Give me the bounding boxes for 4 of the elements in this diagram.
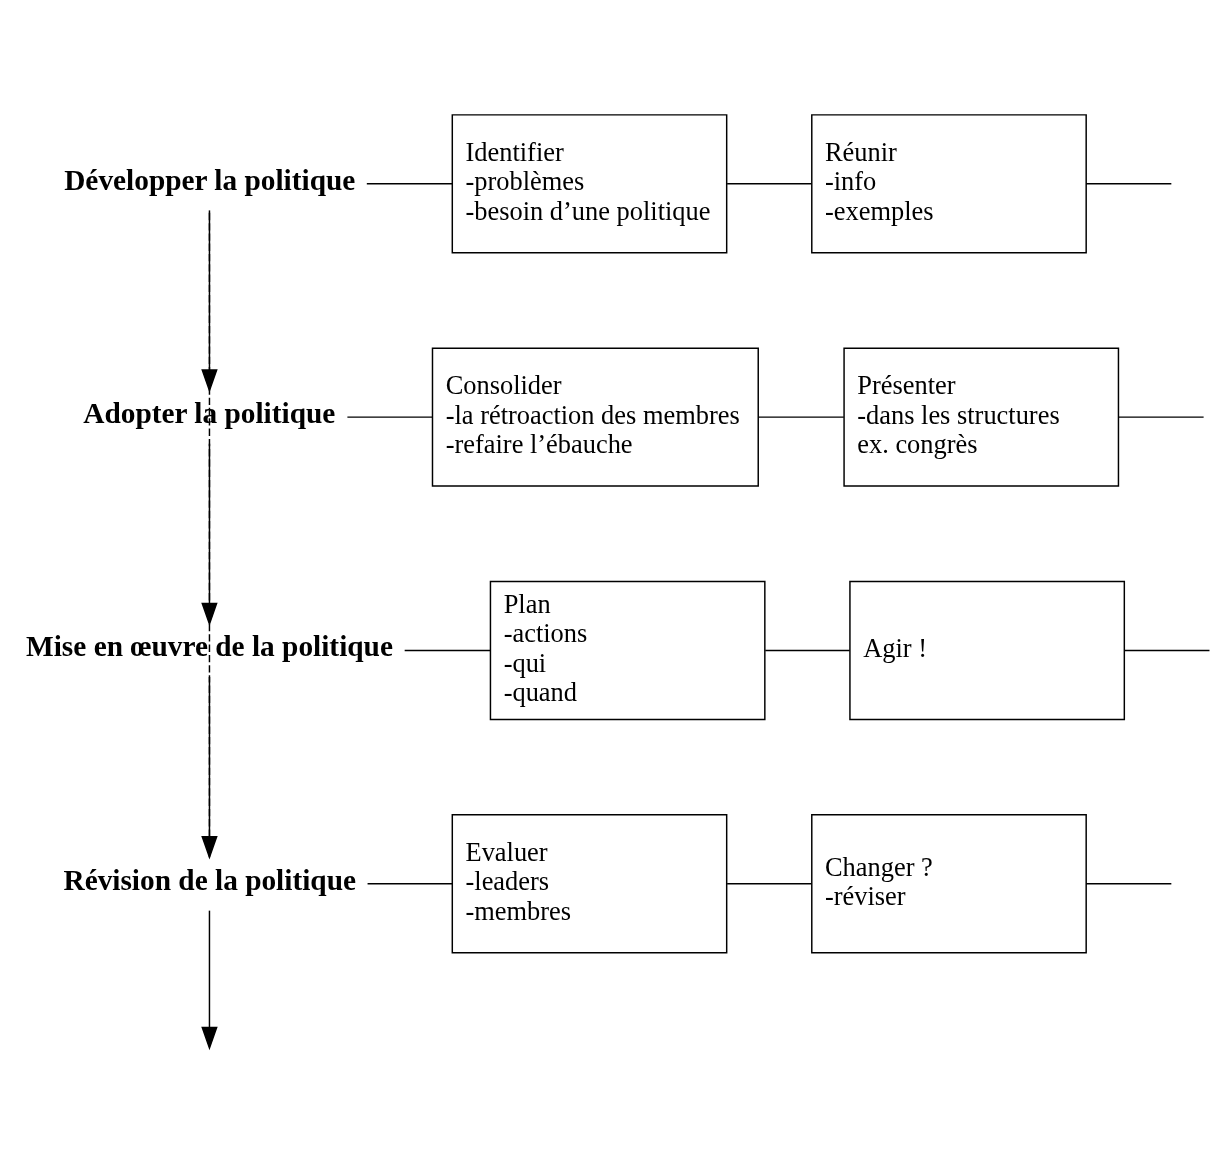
node-text: Développer la politique — [64, 163, 356, 196]
node-text: Adopter la politique — [83, 397, 336, 429]
node-text: Révision de la politique — [63, 863, 356, 896]
node-text: Mise en œuvre de la politique — [26, 630, 393, 663]
